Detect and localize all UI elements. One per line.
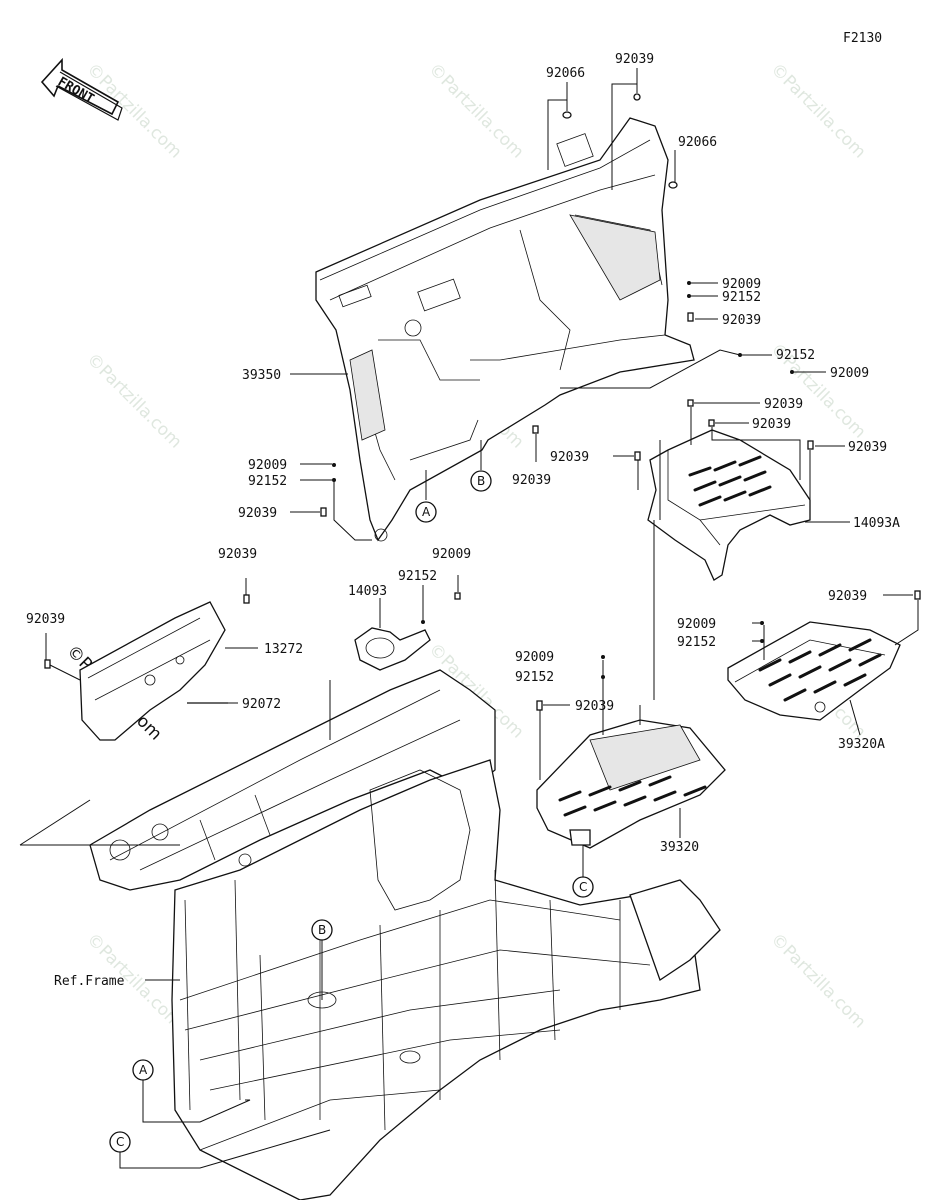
bolt-icon: [454, 592, 461, 600]
diagram-code: F2130: [843, 31, 882, 46]
callout-C-label: C: [579, 880, 587, 894]
part-number-label: 92039: [26, 612, 65, 627]
leader-lines-frame: [19, 680, 331, 1169]
part-number-label: 14093: [348, 584, 387, 599]
part-number-label: 92039: [512, 473, 551, 488]
callout-C-upper: C: [572, 876, 594, 898]
part-number-label: 13272: [264, 642, 303, 657]
callout-C-label: C: [116, 1135, 124, 1149]
part-number-label: 39320: [660, 840, 699, 855]
bolt-icon: [708, 419, 715, 427]
bolt-icon: [532, 425, 539, 434]
part-number-label: 92066: [546, 66, 585, 81]
callout-A-lower: A: [132, 1059, 154, 1081]
watermark-text: ©Partzilla.com: [766, 59, 869, 162]
skid-guard-13272: [44, 594, 250, 741]
part-number-label: 92152: [248, 474, 287, 489]
callout-B-upper: B: [470, 470, 492, 492]
part-number-label: 92039: [828, 589, 867, 604]
bolt-icon: [44, 659, 51, 669]
part-number-label: 92152: [677, 635, 716, 650]
bolt-icon: [243, 594, 250, 604]
leader-lines-14093A: [613, 402, 850, 700]
part-number-label: 92152: [398, 569, 437, 584]
part-number-label: 14093A: [853, 516, 900, 531]
rear-panel-39350: [315, 117, 695, 542]
part-number-label: 92039: [752, 417, 791, 432]
callout-A-upper: A: [415, 501, 437, 523]
bolt-icon: [633, 93, 641, 101]
leader-lines-39320A: [752, 594, 919, 736]
part-number-label: 92066: [678, 135, 717, 150]
bolt-icon: [536, 700, 543, 711]
bolt-icon: [914, 590, 921, 600]
skid-plate-39320: [536, 655, 726, 849]
part-number-label: 92009: [515, 650, 554, 665]
bolt-icon: [807, 440, 814, 450]
part-number-label: 92152: [515, 670, 554, 685]
grommet-icon: [562, 111, 572, 119]
part-number-label: 92072: [242, 697, 281, 712]
part-number-label: 92009: [677, 617, 716, 632]
part-number-label: 92009: [432, 547, 471, 562]
bracket-14093: [354, 575, 461, 671]
part-number-label: 92009: [248, 458, 287, 473]
bolt-icon: [687, 399, 694, 407]
part-number-label: 92039: [238, 506, 277, 521]
bolt-icon: [320, 507, 327, 517]
callout-B-lower: B: [311, 919, 333, 941]
part-labels: 92066 92039 92066 92009 92152 92039 9215…: [26, 52, 900, 855]
leader-lines-upper: [290, 68, 826, 541]
part-number-label: 39320A: [838, 737, 885, 752]
fasteners-upper: [320, 93, 794, 517]
callout-B-label: B: [477, 474, 485, 488]
part-number-label: 92009: [722, 277, 761, 292]
part-number-label: 92039: [722, 313, 761, 328]
part-number-label: 92152: [722, 290, 761, 305]
part-number-label: 92039: [615, 52, 654, 67]
callout-A-label: A: [139, 1063, 148, 1077]
part-number-label: 92009: [830, 366, 869, 381]
leader-lines-39320: [539, 660, 681, 877]
watermark-text: ©Partzilla.com: [766, 929, 869, 1032]
part-number-label: 92039: [764, 397, 803, 412]
skid-plate-39320A: [727, 590, 921, 721]
part-number-label: 92039: [550, 450, 589, 465]
part-number-label: 92039: [575, 699, 614, 714]
bolt-icon: [687, 312, 694, 322]
callout-C-lower: C: [109, 1131, 131, 1153]
grommet-icon: [668, 181, 678, 189]
leader-lines-13272: [45, 578, 258, 704]
vehicle-frame: [89, 669, 721, 1200]
callout-A-label: A: [422, 505, 431, 519]
part-number-label: 92039: [218, 547, 257, 562]
part-number-label: 92039: [848, 440, 887, 455]
part-number-label: 39350: [242, 368, 281, 383]
watermark-text: ©Partzilla.com: [424, 59, 527, 162]
ref-frame-label: Ref.Frame: [54, 974, 125, 989]
part-number-label: 92152: [776, 348, 815, 363]
bolt-icon: [634, 451, 641, 461]
watermark-text: ©Partzilla.com: [82, 59, 185, 162]
watermark-text: ©Partzilla.com: [82, 349, 185, 452]
callout-B-label: B: [318, 923, 326, 937]
